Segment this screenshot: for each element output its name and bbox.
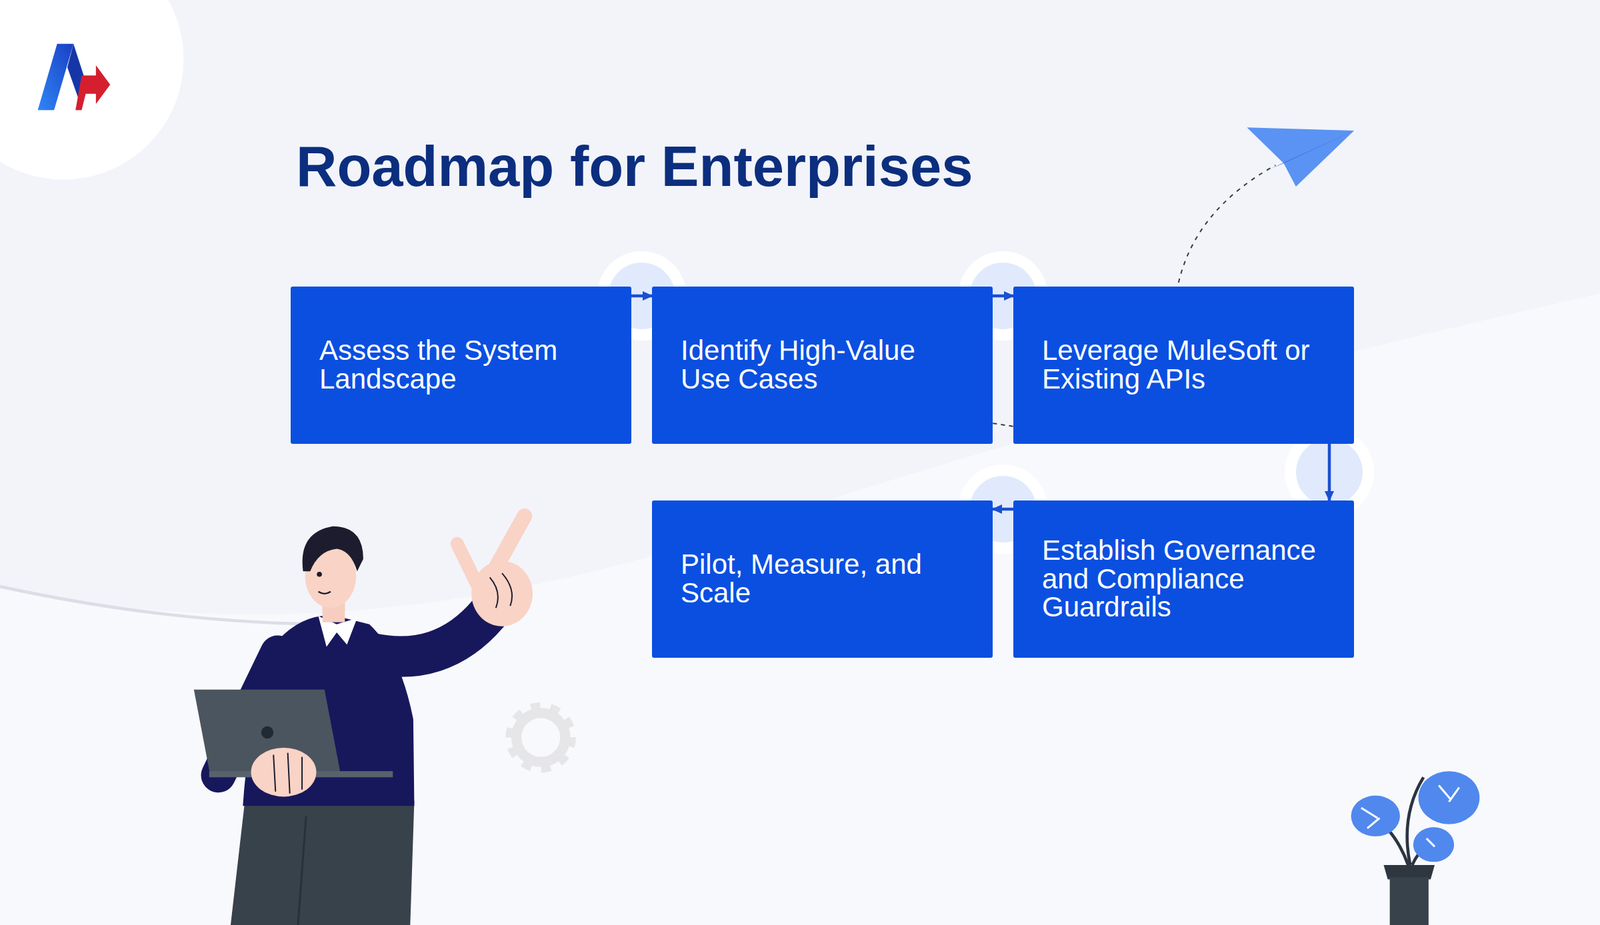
wave-line (0, 586, 337, 625)
person-arm (369, 614, 488, 657)
person-eye (316, 572, 322, 578)
step-label: Pilot, Measure, and Scale (680, 550, 961, 608)
step-label: Assess the System Landscape (319, 336, 600, 394)
plant-pot-rim (1383, 865, 1435, 880)
person-hand-lines (490, 573, 512, 608)
backdrop-wave (0, 294, 1600, 925)
flow-arrow (631, 294, 652, 298)
flow-arrow (992, 294, 1014, 298)
flight-path (1178, 165, 1276, 283)
plant-leaf-veins (1361, 786, 1460, 848)
step-label: Leverage MuleSoft or Existing APIs (1042, 336, 1322, 394)
step-label: Identify High-Value Use Cases (680, 336, 961, 394)
step-badge (1296, 439, 1363, 506)
gear-teeth (510, 707, 572, 769)
diagram-title: Roadmap for Enterprises (296, 138, 974, 195)
logo-arrow (75, 65, 110, 110)
person-trousers (230, 801, 415, 925)
person-mouth (318, 592, 331, 594)
step-label: Establish Governance and Compliance Guar… (1042, 536, 1322, 622)
laptop-logo (261, 726, 274, 739)
dash-mark (992, 423, 1014, 427)
person-trousers-seam (298, 816, 306, 925)
gear-ring (516, 713, 565, 762)
paper-plane (1246, 127, 1354, 187)
flow-arrow (1328, 444, 1332, 501)
person-hand (471, 561, 533, 627)
person-hand (251, 748, 317, 797)
process-box: Establish Governance and Compliance Guar… (1013, 500, 1354, 658)
person-hand-lines (273, 753, 302, 794)
plant-pot (1390, 877, 1429, 925)
process-box: Pilot, Measure, and Scale (652, 500, 993, 658)
process-box: Assess the System Landscape (290, 286, 632, 444)
person-hair (302, 526, 364, 572)
process-box: Leverage MuleSoft or Existing APIs (1013, 286, 1354, 444)
logo-disc (0, 0, 184, 180)
logo-stroke (38, 44, 74, 110)
process-box: Identify High-Value Use Cases (652, 286, 993, 444)
flow-arrow (992, 508, 1014, 512)
paper-plane-fold (1269, 130, 1354, 170)
person-thumb (457, 544, 478, 586)
